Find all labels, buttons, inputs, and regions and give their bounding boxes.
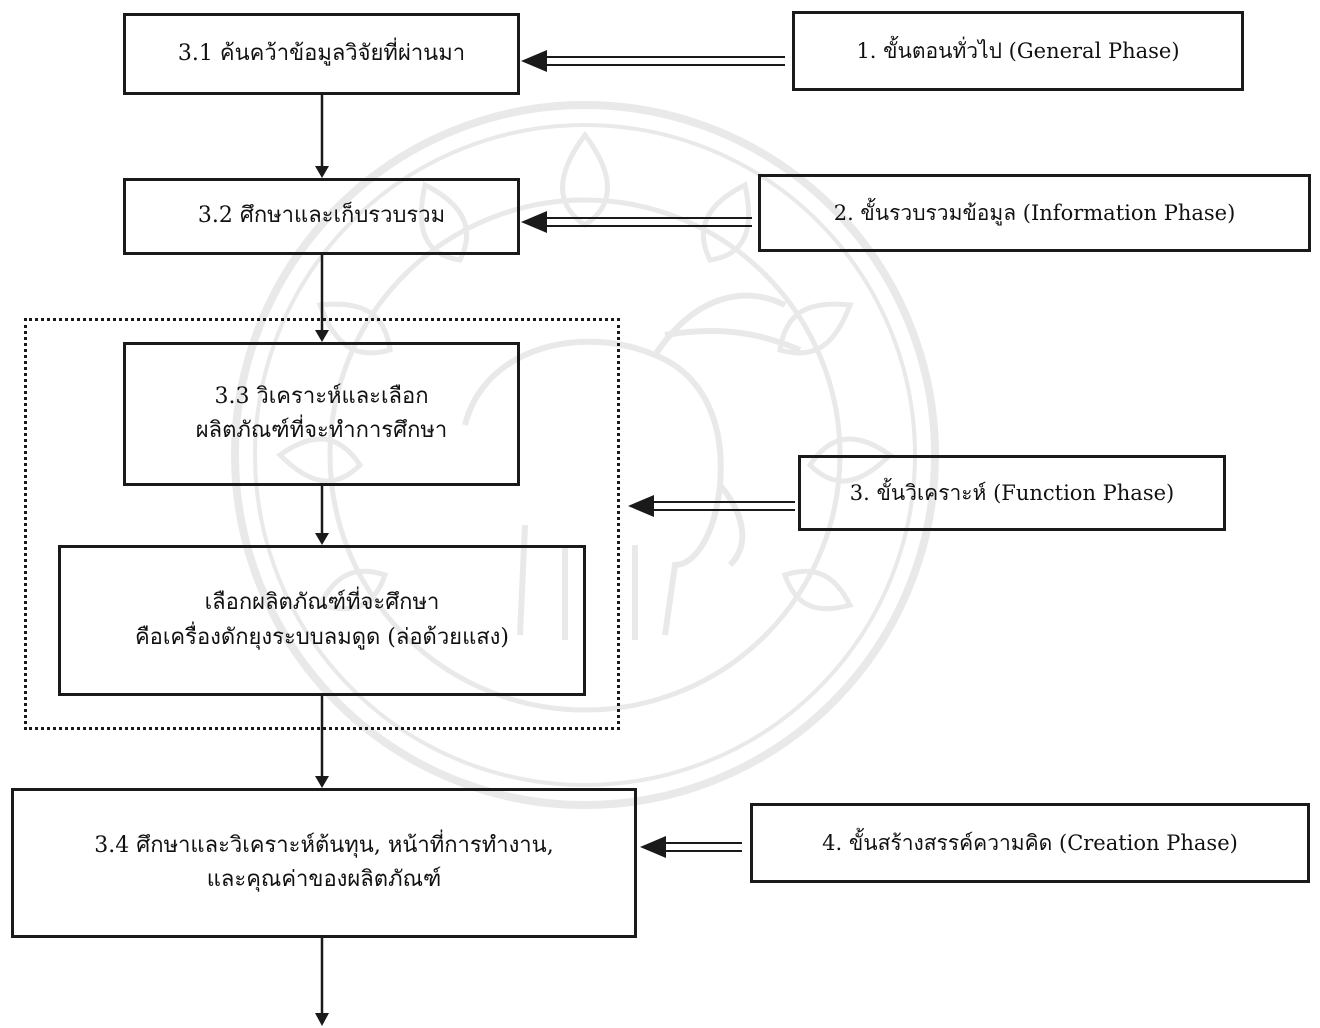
phase-2-box: 2. ขั้นรวบรวมข้อมูล (Information Phase) [758, 174, 1311, 252]
selected-product-box: เลือกผลิตภัณฑ์ที่จะศึกษา คือเครื่องดักยุ… [58, 545, 586, 696]
arrowhead-3-4 [315, 776, 329, 788]
step-3-1-box: 3.1 ค้นคว้าข้อมูลวิจัยที่ผ่านมา [123, 13, 520, 95]
step-3-1-label: 3.1 ค้นคว้าข้อมูลวิจัยที่ผ่านมา [177, 40, 466, 66]
step-3-2-box: 3.2 ศึกษาและเก็บรวบรวม [123, 178, 520, 255]
phase-4-arrowhead [640, 836, 666, 858]
step-3-3-box: 3.3 วิเคราะห์และเลือก ผลิตภัณฑ์ที่จะทำกา… [123, 342, 520, 486]
selected-product-label-line2: คือเครื่องดักยุงระบบลมดูด (ล่อด้วยแสง) [134, 624, 510, 650]
arrowhead-select [315, 533, 329, 545]
step-3-4-box: 3.4 ศึกษาและวิเคราะห์ต้นทุน, หน้าที่การท… [11, 788, 637, 938]
arrowhead-3-2 [315, 166, 329, 178]
phase-2-arrowhead [521, 211, 547, 233]
phase-1-box: 1. ขั้นตอนทั่วไป (General Phase) [792, 11, 1244, 91]
phase-4-label: 4. ขั้นสร้างสรรค์ความคิด (Creation Phase… [822, 830, 1238, 855]
university-seal-watermark-icon [231, 101, 939, 809]
selected-product-label-line1: เลือกผลิตภัณฑ์ที่จะศึกษา [204, 590, 440, 616]
phase-3-arrow [648, 501, 795, 511]
phase-2-arrow [540, 217, 752, 227]
phase-1-arrow [540, 56, 785, 66]
phase-4-box: 4. ขั้นสร้างสรรค์ความคิด (Creation Phase… [750, 803, 1310, 883]
phase-3-box: 3. ขั้นวิเคราะห์ (Function Phase) [798, 455, 1226, 531]
arrowhead-3-3 [315, 330, 329, 342]
phase-3-arrowhead [628, 495, 654, 517]
phase-3-label: 3. ขั้นวิเคราะห์ (Function Phase) [849, 480, 1175, 505]
step-3-3-label-line2: ผลิตภัณฑ์ที่จะทำการศึกษา [195, 418, 448, 443]
step-3-3-label-line1: 3.3 วิเคราะห์และเลือก [214, 383, 429, 409]
phase-2-label: 2. ขั้นรวบรวมข้อมูล (Information Phase) [833, 200, 1236, 225]
phase-1-label: 1. ขั้นตอนทั่วไป (General Phase) [856, 38, 1180, 63]
step-3-2-label: 3.2 ศึกษาและเก็บรวบรวม [197, 203, 446, 229]
arrowhead-out [315, 1013, 329, 1026]
phase-4-arrow [660, 842, 742, 852]
step-3-4-label-line1: 3.4 ศึกษาและวิเคราะห์ต้นทุน, หน้าที่การท… [94, 832, 554, 858]
phase-1-arrowhead [521, 50, 547, 72]
step-3-4-label-line2: และคุณค่าของผลิตภัณฑ์ [206, 867, 442, 892]
